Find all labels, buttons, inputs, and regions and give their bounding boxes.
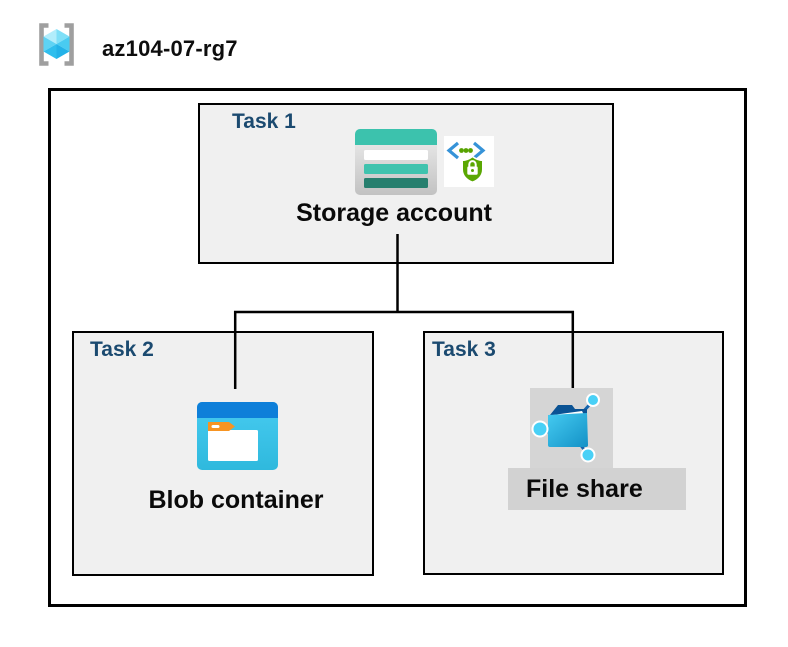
resource-group-icon <box>33 21 80 68</box>
resource-group-icon-svg <box>39 23 74 66</box>
blob-container-icon <box>197 402 278 470</box>
storage-account-icon <box>355 129 437 195</box>
task3-label: Task 3 <box>432 338 496 361</box>
task2-label: Task 2 <box>90 338 154 361</box>
task2-box <box>72 331 374 576</box>
secured-access-icon <box>444 136 494 187</box>
task1-label: Task 1 <box>232 110 296 133</box>
file-share-label-background: File share <box>508 468 686 510</box>
file-share-icon <box>530 388 613 468</box>
resource-group-name: az104-07-rg7 <box>102 36 238 61</box>
file-share-label: File share <box>526 475 643 503</box>
storage-account-label: Storage account <box>296 199 492 227</box>
blob-container-label: Blob container <box>148 486 324 514</box>
